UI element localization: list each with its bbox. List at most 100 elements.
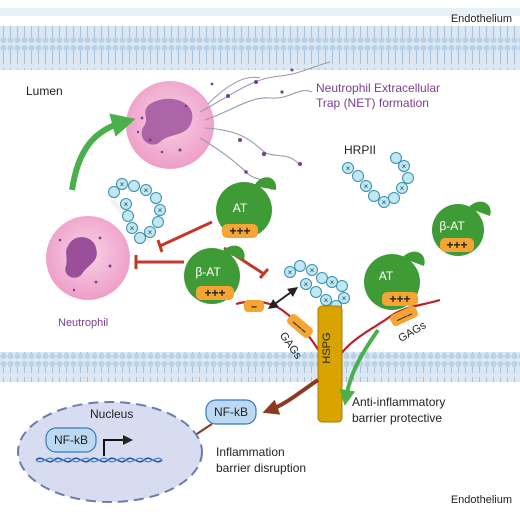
hrpii-bead	[306, 264, 318, 276]
hrpii-bead	[326, 276, 338, 288]
hrpii-label: HRPII	[344, 143, 376, 157]
hspg: HSPG	[317, 305, 343, 423]
hrpii-bead	[310, 286, 322, 298]
beta-at-left-label: β-AT	[195, 265, 221, 279]
endothelium-bottom-label: Endothelium	[451, 494, 512, 506]
endothelium-top-label: Endothelium	[451, 13, 512, 25]
bottom-membrane: Endothelium	[0, 352, 520, 506]
hrpii-bead	[294, 260, 306, 272]
hrpii-bead	[154, 204, 166, 216]
top-membrane: Endothelium	[0, 8, 520, 70]
hrpii-bead	[342, 162, 354, 174]
inhibition-lines	[134, 220, 270, 279]
at-right-label: AT	[379, 269, 394, 283]
hrpii-bead	[396, 182, 408, 194]
hrpii-bead-mark: ×	[124, 200, 129, 209]
hrpii-bead-mark: ×	[342, 294, 347, 303]
hrpii-bead	[144, 226, 156, 238]
beta-at-far-right-charges: +++	[446, 238, 467, 252]
hrpii-bead	[368, 190, 380, 202]
hrpii-bead	[300, 278, 312, 290]
anti-inflammatory-arrow	[339, 328, 380, 406]
anti-inflammatory-line1: Anti-inflammatory	[352, 395, 445, 409]
binding-arrow	[267, 287, 299, 309]
hrpii-bead	[338, 292, 350, 304]
hrpii-bead	[116, 178, 128, 190]
anti-inflammatory-line2: barrier protective	[352, 411, 442, 425]
hrpii-bead-mark: ×	[304, 280, 309, 289]
hrpii-bead-mark: ×	[144, 186, 149, 195]
hrpii-chain-neutrophil: × × × × × ×	[108, 178, 166, 245]
neutrophil: Neutrophil	[46, 216, 130, 329]
gag-charge-blocks: – ––– –––	[244, 300, 418, 338]
hrpii-bead	[336, 280, 348, 292]
net-strands	[199, 61, 331, 191]
at-top-charges: +++	[229, 224, 250, 238]
nfkb-nucleus-box	[45, 427, 97, 453]
hrpii-bead	[152, 216, 164, 228]
net-formation-arrow	[69, 113, 136, 191]
hrpii-bead	[122, 210, 134, 222]
hrpii-bead-mark: ×	[382, 198, 387, 207]
nfkb-membrane-label: NF-kB	[214, 405, 248, 419]
lumen-label: Lumen	[26, 84, 63, 98]
hrpii-free: HRPII × × × × ×	[342, 143, 414, 208]
net-label-line1: Neutrophil Extracellular	[316, 81, 440, 95]
gag-minus-single: –	[251, 301, 257, 313]
hrpii-bead	[402, 172, 414, 184]
nucleus: Nucleus NF-kB	[17, 401, 203, 503]
hrpii-bead-mark: ×	[158, 206, 163, 215]
net-neutrophil	[126, 81, 214, 169]
hrpii-bead	[388, 192, 400, 204]
inflammation-line1: Inflammation	[216, 445, 285, 459]
transcription-arrow	[103, 435, 133, 456]
hrpii-bead-mark: ×	[130, 224, 135, 233]
hrpii-bead	[108, 186, 120, 198]
at-right-charges: +++	[389, 292, 410, 306]
beta-antithrombin-left: β-AT +++	[184, 245, 245, 304]
hrpii-chain-gag: ××××××	[284, 260, 350, 312]
hrpii-bead-mark: ×	[148, 228, 153, 237]
at-top-label: AT	[233, 201, 248, 215]
hrpii-bead-mark: ×	[364, 182, 369, 191]
hrpii-bead	[284, 266, 296, 278]
hrpii-bead	[140, 184, 152, 196]
hrpii-bead	[134, 232, 146, 244]
net-label-line2: Trap (NET) formation	[316, 96, 429, 110]
beta-antithrombin-far-right: β-AT +++	[432, 201, 491, 256]
antithrombin-top: AT +++	[216, 177, 277, 238]
hrpii-bead-mark: ×	[402, 162, 407, 171]
hrpii-bead-mark: ×	[400, 184, 405, 193]
hrpii-bead	[128, 180, 140, 192]
nfkb-nucleus-label: NF-kB	[54, 433, 88, 447]
hrpii-bead	[126, 222, 138, 234]
hrpii-bead	[352, 170, 364, 182]
hrpii-bead	[398, 160, 410, 172]
hrpii-bead-mark: ×	[288, 268, 293, 277]
nfkb-membrane: NF-kB	[205, 399, 257, 425]
dna-strand	[35, 457, 163, 463]
hrpii-bead	[390, 152, 402, 164]
hrpii-bead-mark: ×	[346, 164, 351, 173]
beta-at-far-right-label: β-AT	[439, 219, 465, 233]
neutrophil-label: Neutrophil	[58, 317, 108, 329]
net-neutrophil-nucleus	[141, 98, 193, 145]
hrpii-bead	[360, 180, 372, 192]
hrpii-bead	[378, 196, 390, 208]
hrpii-bead	[120, 198, 132, 210]
neutrophil-nucleus	[65, 237, 97, 278]
hrpii-bead	[150, 192, 162, 204]
hrpii-bead-mark: ×	[120, 180, 125, 189]
hrpii-bead	[316, 272, 328, 284]
antithrombin-right: AT +++	[364, 251, 425, 310]
hrpii-bead-mark: ×	[330, 278, 335, 287]
hrpii-bead-mark: ×	[324, 296, 329, 305]
net-granules	[210, 68, 302, 174]
nucleus-label: Nucleus	[90, 407, 133, 421]
hspg-label: HSPG	[321, 332, 333, 363]
hrpii-bead-mark: ×	[310, 266, 315, 275]
beta-at-left-charges: +++	[204, 286, 225, 300]
inflammation-line2: barrier disruption	[216, 461, 306, 475]
